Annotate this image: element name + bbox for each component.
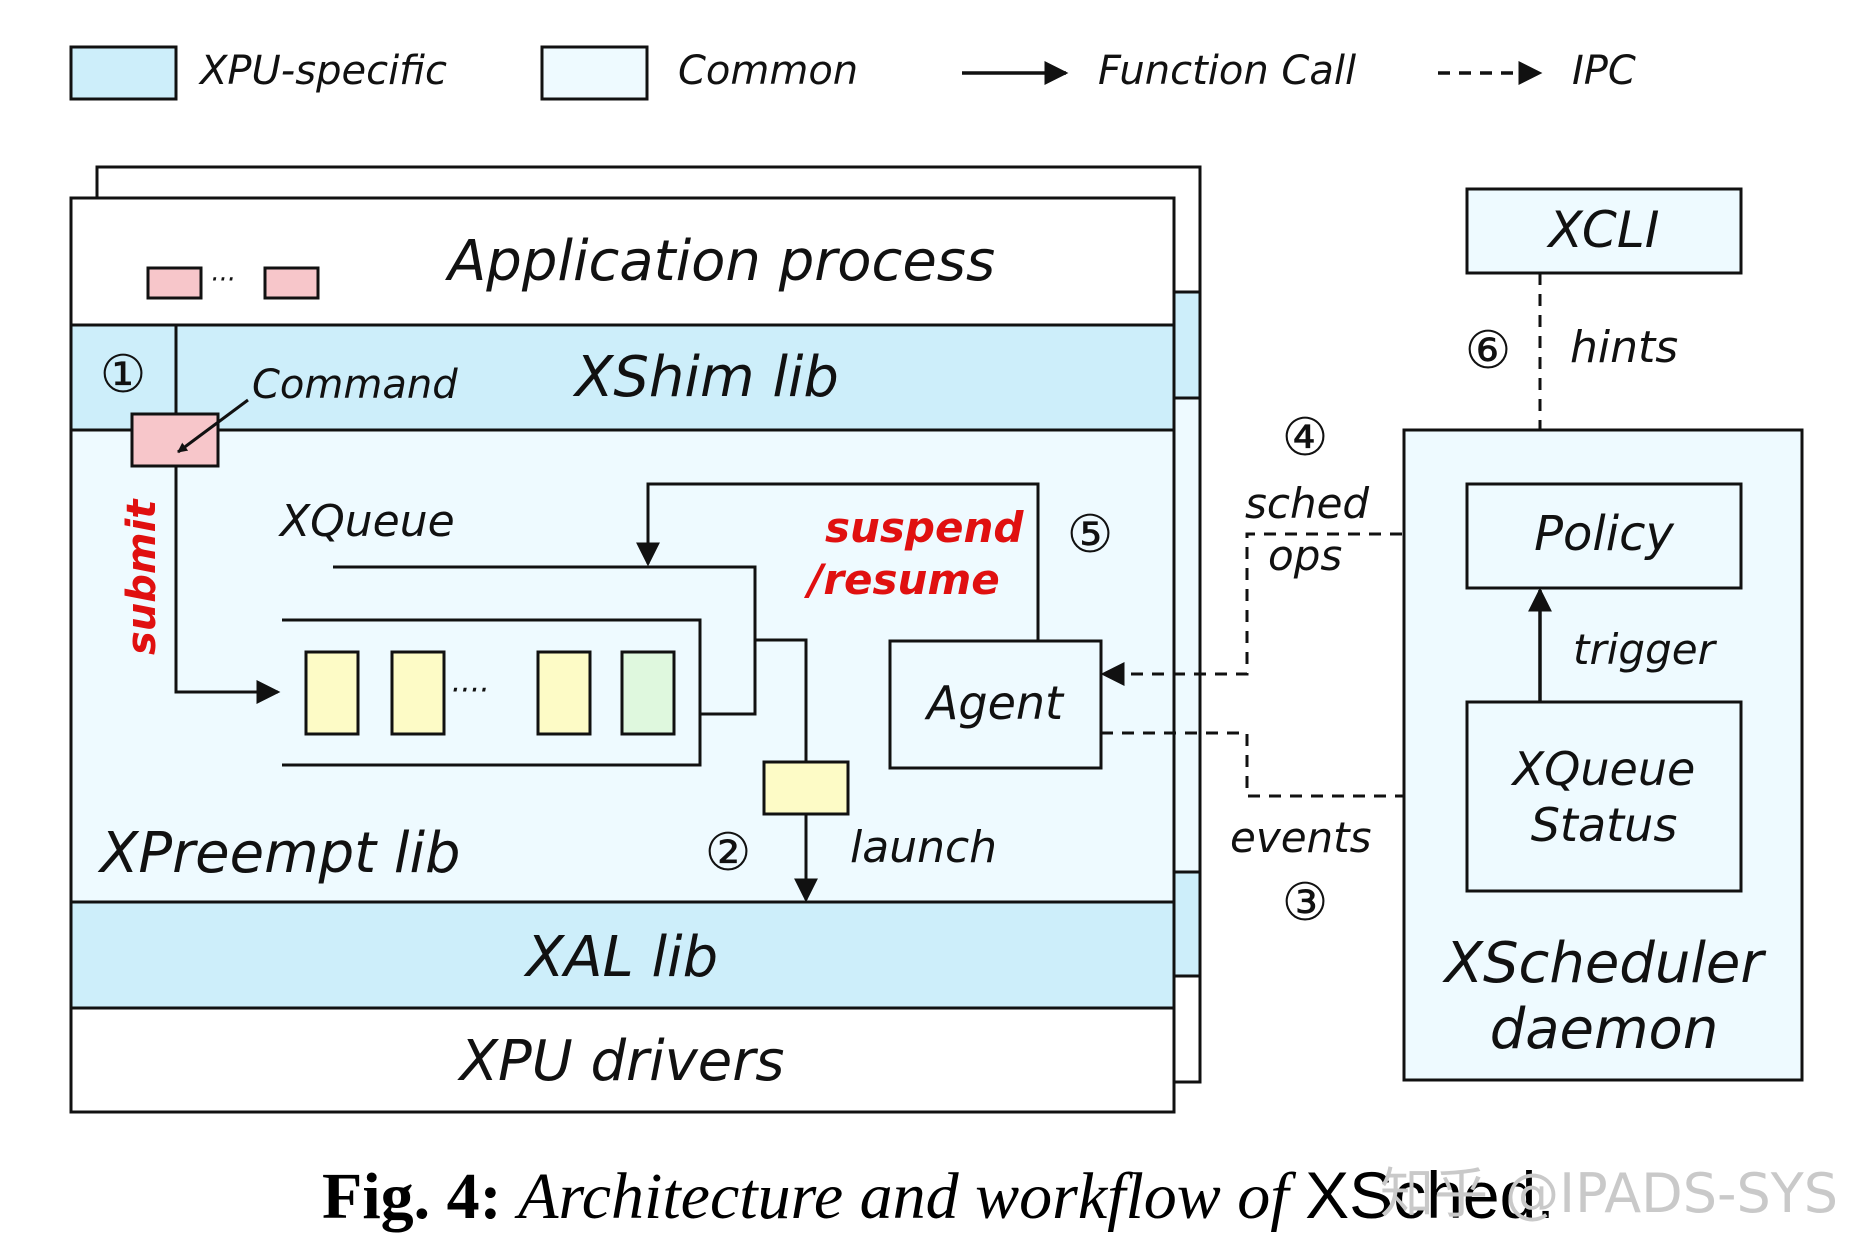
sched-ops-label-line2: ops [1268, 531, 1342, 580]
xshim-lib: ① Command XShim lib [69, 323, 1176, 432]
xal-lib: XAL lib [69, 900, 1176, 1010]
events-arrow [1101, 731, 1466, 808]
queue-item [536, 650, 592, 736]
queue-item [304, 650, 360, 736]
figure-caption-label: Fig. 4: [322, 1160, 502, 1233]
policy-box [1465, 482, 1743, 590]
sched-ops-label-line1: sched [1245, 479, 1369, 528]
command-label: Command [252, 362, 458, 408]
command-block-intercepted [130, 412, 220, 468]
agent-label: Agent [924, 676, 1065, 730]
command-pointer-arrow [177, 398, 249, 454]
queue-item-head [620, 650, 676, 736]
launched-command [762, 760, 850, 816]
ipc-links: ④ sched ops events ③ [1100, 408, 1466, 933]
command-block [146, 266, 203, 300]
application-process: ··· Application process [69, 196, 1176, 327]
xqueue-inner-bracket [282, 618, 702, 767]
submit-label: submit [119, 498, 165, 655]
queue-dots: ···· [450, 673, 488, 708]
step-6-marker: ⑥ [1465, 321, 1512, 381]
xscheduler-daemon-title-line1: XScheduler [1442, 931, 1767, 996]
xcli: XCLI ⑥ hints [1465, 187, 1743, 485]
legend-common-swatch [540, 45, 649, 101]
sched-ops-arrow [1100, 532, 1465, 686]
xqueue-label: XQueue [278, 496, 455, 547]
figure-caption-system: XSched. [1305, 1158, 1555, 1232]
xal-lib-box [69, 900, 1176, 1010]
xscheduler-daemon-title-line2: daemon [1490, 997, 1719, 1062]
xcli-title: XCLI [1546, 201, 1660, 259]
xshim-lib-title: XShim lib [572, 345, 839, 410]
xscheduler-daemon: Policy trigger XQueue Status XScheduler … [1402, 428, 1804, 1082]
launch-label: launch [850, 822, 997, 873]
step-4-marker: ④ [1282, 408, 1329, 468]
xqueue-status-label-line2: Status [1531, 798, 1678, 852]
legend-common-label: Common [678, 48, 858, 94]
hints-label: hints [1570, 322, 1678, 373]
policy-label: Policy [1534, 506, 1674, 562]
xpreempt-lib: submit XQueue ···· suspend /resume ⑤ Age… [69, 398, 1176, 904]
resume-label: /resume [803, 555, 1000, 604]
xal-lib-title: XAL lib [523, 925, 718, 990]
application-process-box [69, 196, 1176, 327]
submit-arrow [174, 466, 281, 704]
step-2-marker: ② [705, 823, 752, 883]
events-label: events [1230, 813, 1372, 862]
legend-xpu-specific-label: XPU-specific [198, 48, 447, 94]
legend-ipc-label: IPC [1572, 48, 1636, 94]
xqueue-status-label-line1: XQueue [1511, 742, 1696, 796]
figure-caption: Fig. 4: Architecture and workflow of XSc… [322, 1158, 1555, 1233]
xcli-box [1465, 187, 1743, 275]
step-5-marker: ⑤ [1067, 505, 1114, 565]
legend-function-call-label: Function Call [1098, 48, 1356, 94]
xpu-drivers-title: XPU drivers [457, 1029, 785, 1094]
watermark: 知乎 @IPADS-SYS [1380, 1162, 1838, 1225]
xqueue-status-box [1465, 700, 1743, 893]
xpreempt-lib-title: XPreempt lib [97, 821, 461, 886]
launch-line-top [755, 638, 808, 762]
application-process-title: Application process [445, 229, 995, 294]
trigger-label: trigger [1573, 625, 1718, 674]
command-ellipsis: ··· [210, 265, 235, 295]
agent-box [888, 639, 1103, 770]
suspend-label: suspend [825, 503, 1024, 552]
step-1-marker: ① [100, 345, 147, 405]
xpu-drivers-box [69, 1006, 1176, 1114]
queue-item [390, 650, 446, 736]
xshim-lib-box [69, 323, 1176, 432]
legend-xpu-specific-swatch [69, 45, 178, 101]
step-3-marker: ③ [1282, 873, 1329, 933]
command-block [263, 266, 320, 300]
legend: XPU-specific Common Function Call IPC [69, 45, 1636, 101]
figure-caption-text: Architecture and workflow of [514, 1160, 1305, 1233]
xpu-drivers: XPU drivers [69, 1006, 1176, 1114]
suspend-resume-arrow [636, 482, 1040, 641]
